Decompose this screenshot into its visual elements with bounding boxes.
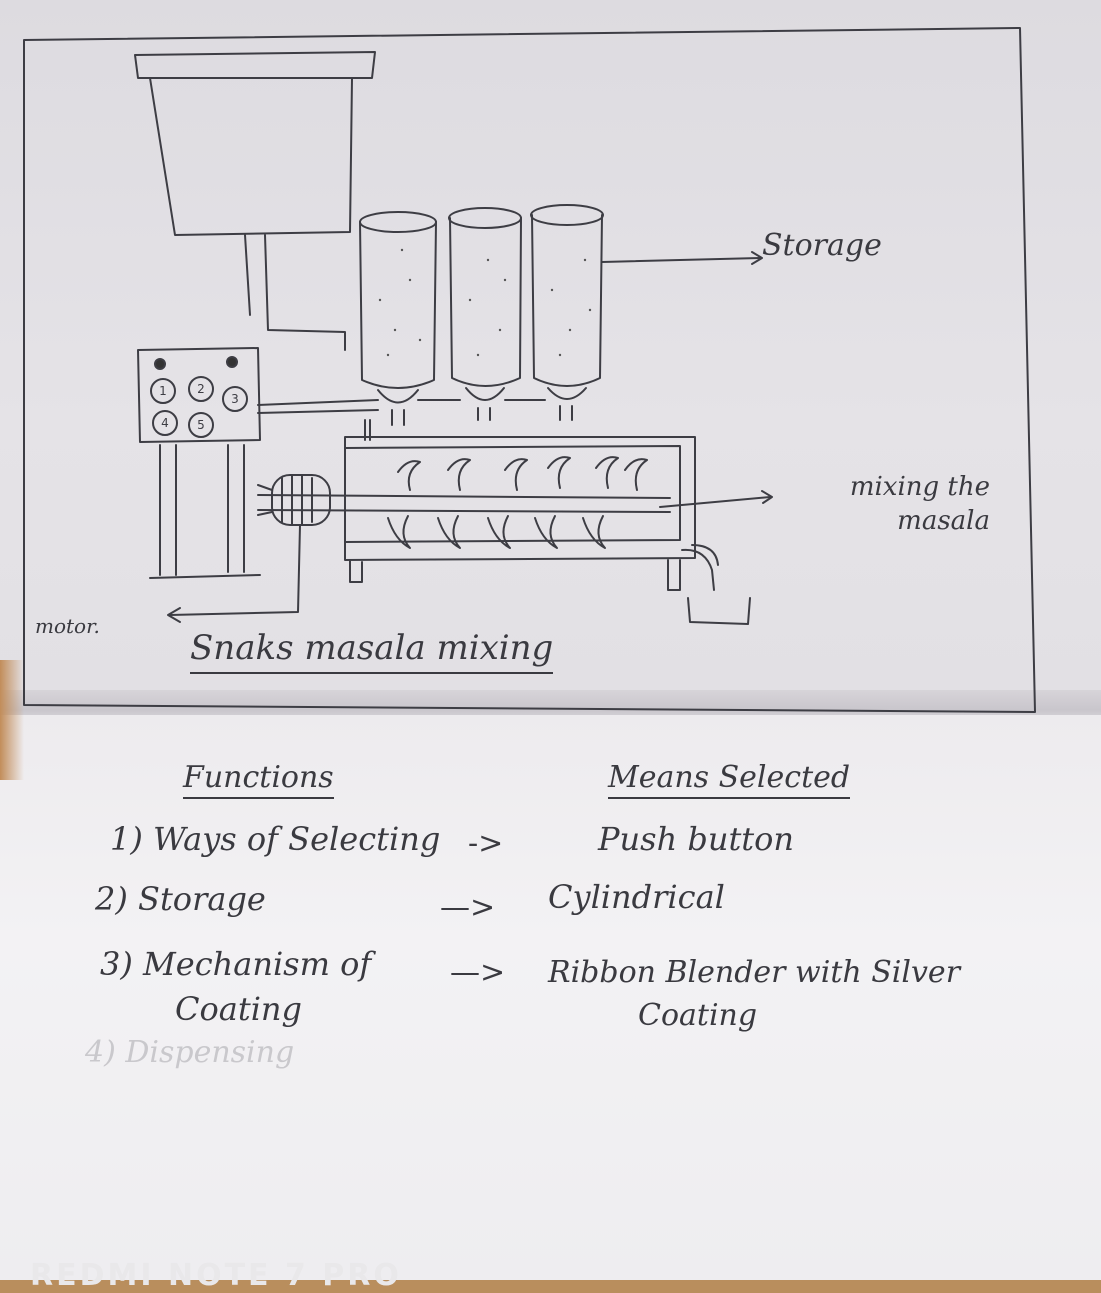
mixing-arrow: [659, 490, 773, 508]
motor: [167, 474, 331, 623]
ribbon-blades: [387, 456, 648, 549]
storage-cylinder-1: [359, 211, 437, 426]
frame-border: [23, 27, 1036, 713]
diagram-title: Snaks masala mixing: [190, 628, 554, 674]
functions-header: Functions: [183, 760, 334, 799]
masala-grains: [378, 248, 592, 357]
storage-label: Storage: [762, 228, 882, 263]
motor-label: motor.: [35, 614, 100, 638]
paper-bottom-half: [0, 715, 1101, 1280]
panel-button-5: 5: [188, 412, 214, 438]
row-3-arrow: —>: [450, 955, 506, 990]
wood-table-edge: [0, 660, 24, 780]
function-row-4-erased: 4) Dispensing: [85, 1035, 295, 1070]
means-row-1: Push button: [598, 820, 795, 858]
function-row-3-cont: Coating: [175, 990, 303, 1028]
function-row-2: 2) Storage: [95, 880, 266, 918]
storage-arrow: [601, 251, 763, 265]
panel-button-3: 3: [222, 386, 248, 412]
row-1-arrow: ->: [468, 826, 504, 861]
storage-cylinder-3: [530, 204, 604, 421]
panel-button-4: 4: [152, 410, 178, 436]
paper-top-half: [0, 0, 1101, 705]
means-row-2: Cylindrical: [548, 878, 725, 916]
function-row-1: 1) Ways of Selecting: [110, 820, 441, 858]
ribbon-shaft: [257, 494, 671, 513]
camera-watermark: REDMI NOTE 7 PRO: [30, 1258, 402, 1293]
output-tray: [687, 597, 751, 625]
mixing-label: mixing the masala: [849, 472, 990, 536]
panel-button-2: 2: [188, 376, 214, 402]
panel-button-1: 1: [150, 378, 176, 404]
hopper: [134, 51, 376, 351]
mixing-trough: [344, 436, 719, 591]
means-header: Means Selected: [608, 760, 851, 799]
function-row-3: 3) Mechanism of: [100, 945, 372, 983]
means-row-3-cont: Coating: [638, 998, 758, 1033]
connecting-pipe: [257, 399, 546, 441]
means-row-3: Ribbon Blender with Silver: [548, 955, 961, 990]
control-panel: [137, 347, 261, 579]
row-2-arrow: —>: [440, 890, 496, 925]
storage-cylinder-2: [448, 207, 522, 421]
